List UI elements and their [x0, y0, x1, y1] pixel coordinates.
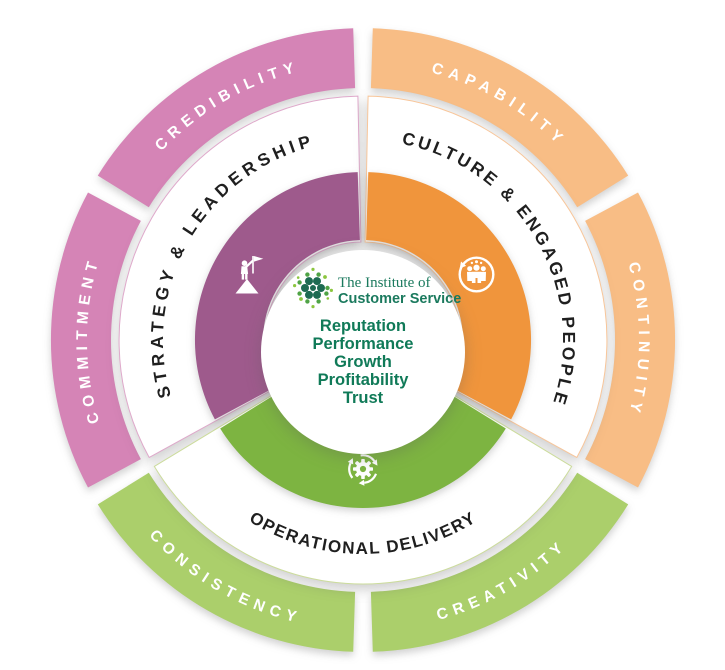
spark-dot	[470, 261, 474, 265]
segment-credibility	[97, 28, 356, 208]
mountain-shape	[235, 279, 259, 294]
segment-creativity	[370, 472, 629, 652]
person-center-head	[473, 264, 480, 271]
process-gear-icon	[341, 454, 378, 492]
value-reputation: Reputation	[320, 317, 406, 335]
person-arm	[245, 260, 254, 268]
gear-hole	[359, 465, 367, 473]
segment-commitment	[50, 192, 141, 488]
segment-consistency	[97, 472, 356, 652]
flag-pole	[252, 256, 254, 274]
person-leg	[241, 274, 245, 280]
person-head	[241, 260, 248, 266]
cycle-arrow	[360, 454, 378, 466]
person-leg	[245, 274, 248, 280]
person-center-body	[471, 271, 482, 283]
center-values: Reputation Performance Growth Profitabil…	[313, 317, 414, 407]
spark-dot	[475, 260, 478, 264]
cycle-ring	[458, 256, 495, 293]
engaged-people-icon	[458, 256, 495, 293]
segment-capability	[370, 28, 629, 208]
arc-culture-engaged-people	[366, 172, 532, 420]
segment-continuity	[585, 192, 676, 488]
spark-dot	[479, 261, 483, 265]
center-circle	[261, 250, 465, 454]
person-left-head	[467, 266, 473, 272]
person-left-body	[467, 271, 473, 281]
cycle-arrowhead	[459, 261, 467, 269]
person-right-body	[480, 271, 486, 281]
logo-line2: Customer Service	[338, 291, 461, 307]
dot-cluster-icon	[293, 267, 333, 309]
person-right-head	[480, 266, 486, 272]
leader-flag-icon	[235, 256, 264, 294]
flag-shape	[253, 256, 264, 262]
arc-strategy-leadership	[194, 172, 360, 420]
person-torso	[240, 266, 249, 274]
value-trust: Trust	[343, 389, 384, 407]
value-profitability: Profitability	[318, 371, 410, 389]
value-growth: Growth	[334, 353, 392, 371]
value-performance: Performance	[313, 335, 414, 353]
logo-line1: The Institute of	[338, 275, 430, 291]
